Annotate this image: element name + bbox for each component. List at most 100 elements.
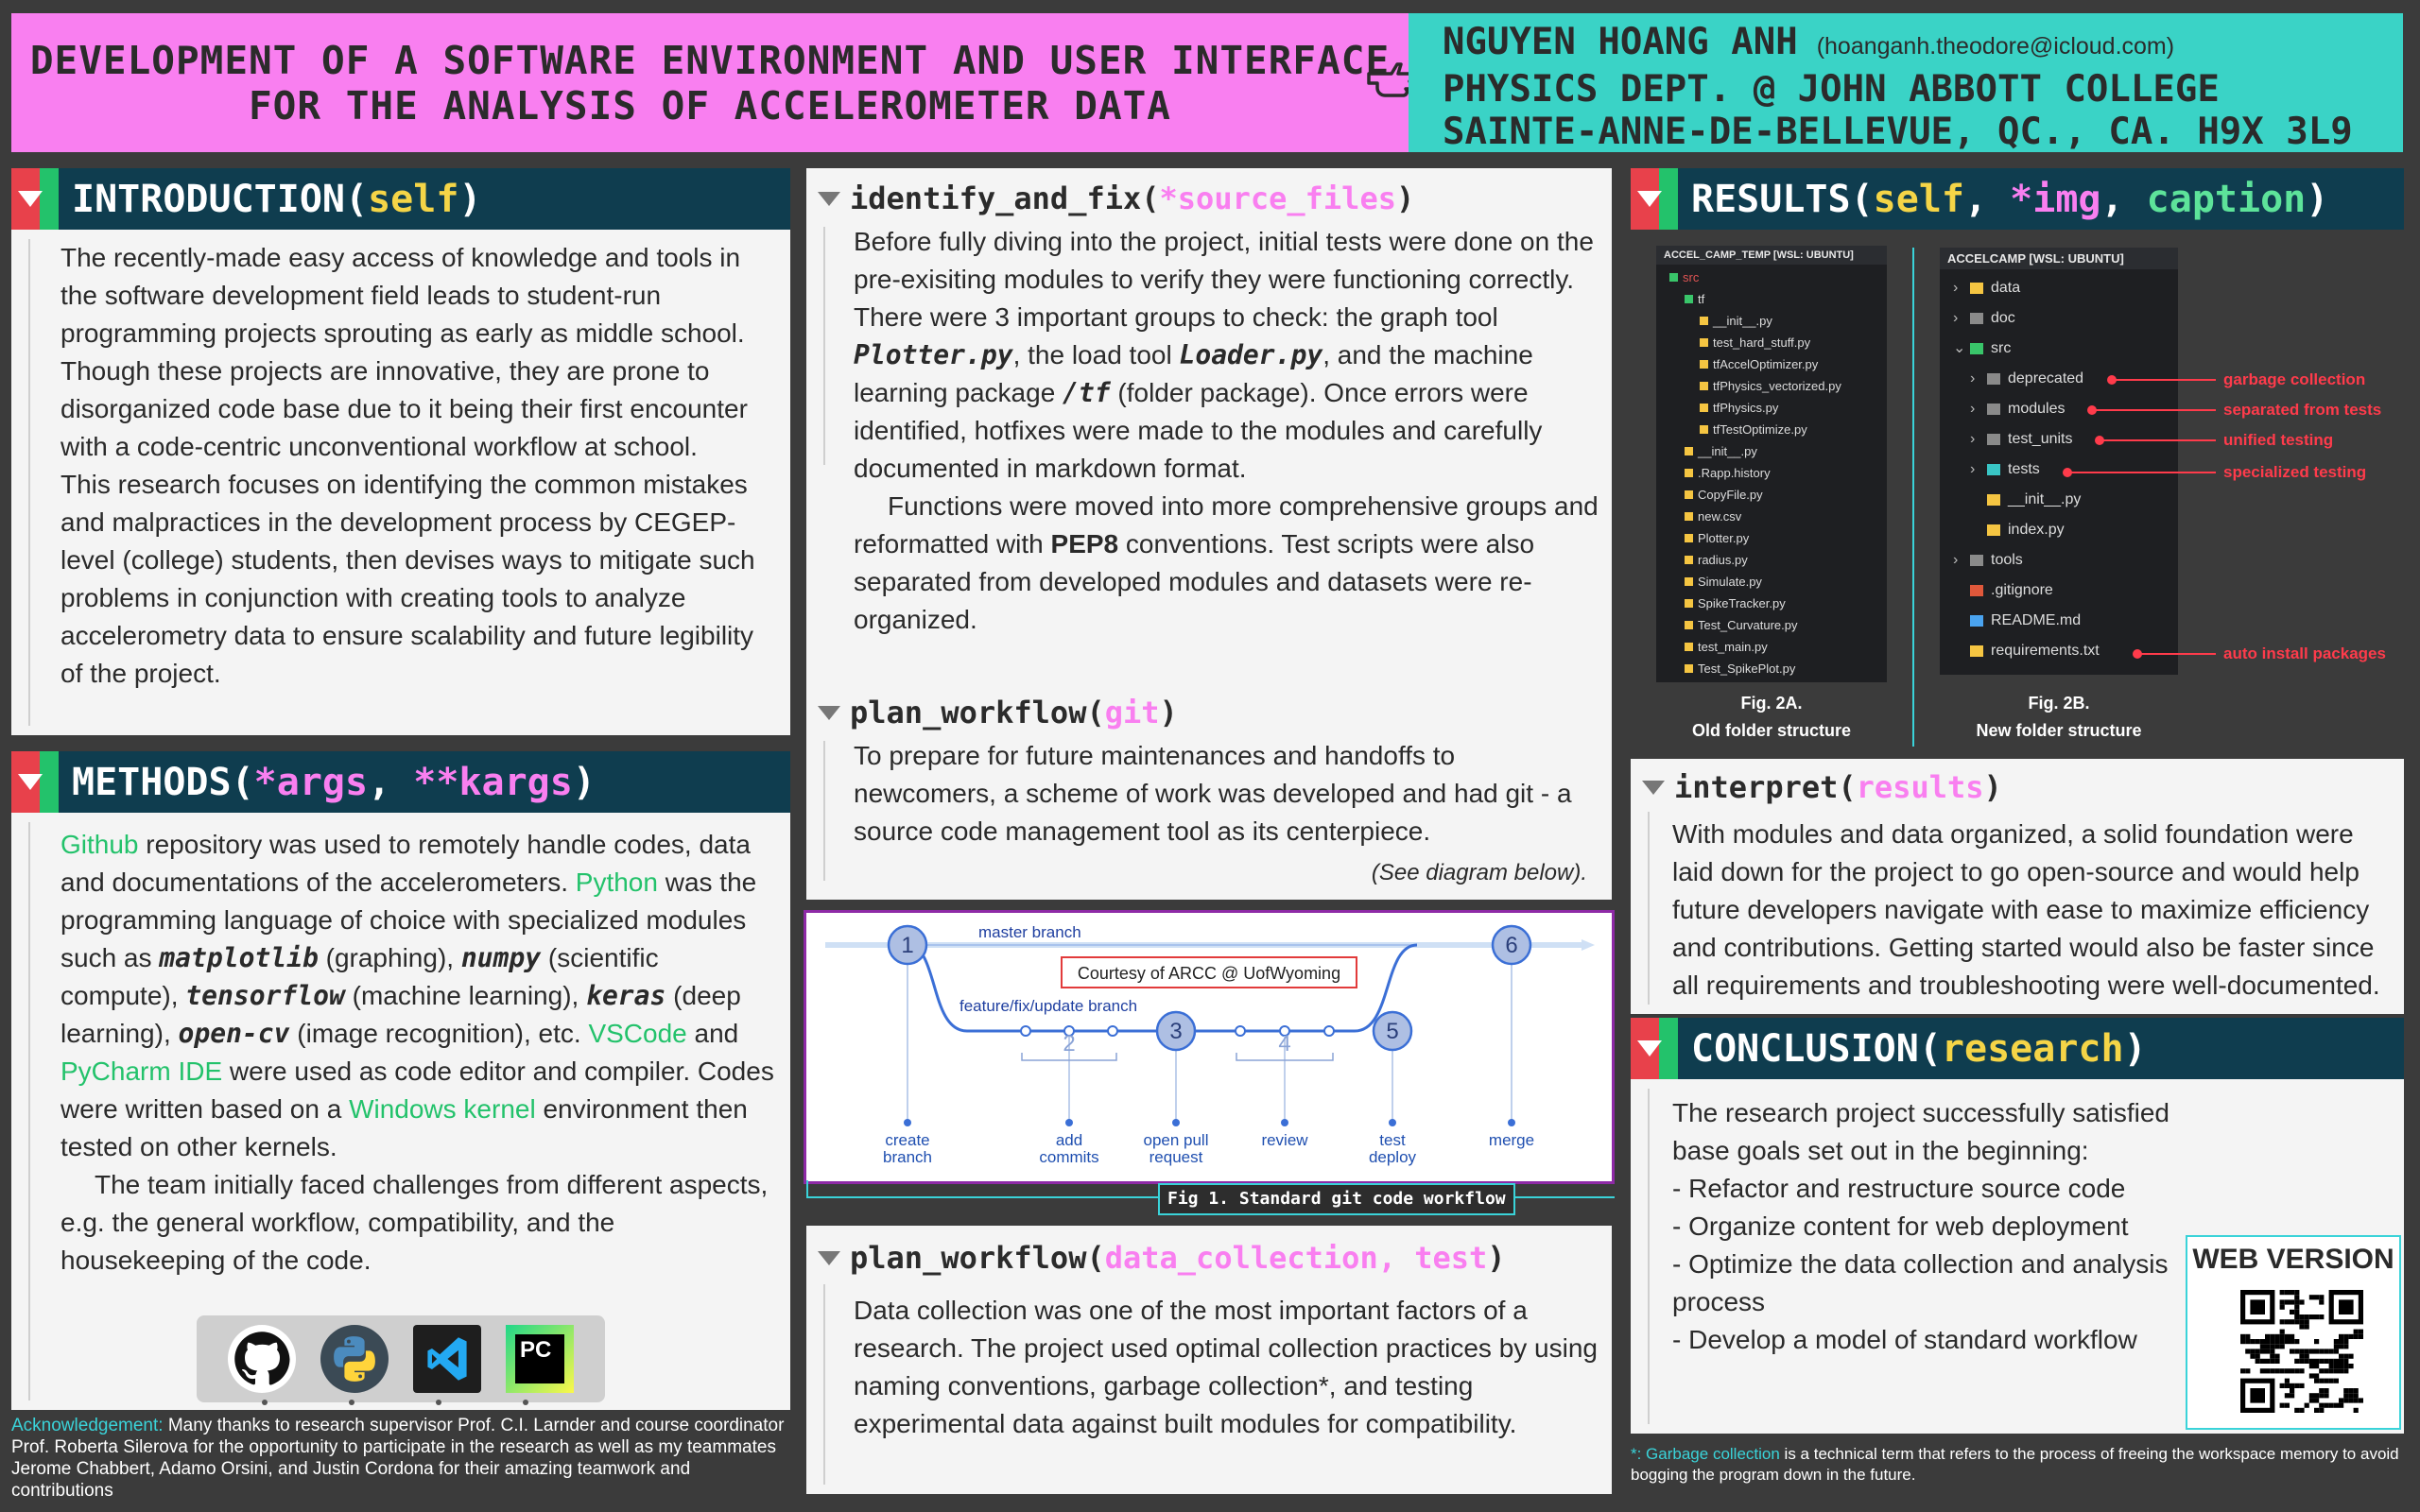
old-tree-item[interactable]: __init__.py <box>1662 310 1887 332</box>
author-email[interactable]: (hoanganh.theodore@icloud.com) <box>1816 33 2175 60</box>
web-version-box[interactable]: WEB VERSION <box>2186 1235 2401 1430</box>
identify-heading[interactable]: identify_and_fix(*source_files) <box>818 180 1414 217</box>
new-tree-item-label: README.md <box>1991 612 2082 628</box>
old-tree-item-label: Simulate.py <box>1698 575 1762 589</box>
old-tree-item[interactable]: new.csv <box>1662 506 1887 527</box>
methods-text: (machine learning), <box>344 981 587 1010</box>
old-tree-item[interactable]: tfPhysics_vectorized.py <box>1662 375 1887 397</box>
conclusion-item: - Develop a model of standard workflow <box>1672 1325 2137 1354</box>
old-tree-item-label: tf <box>1698 292 1705 306</box>
divider <box>1912 248 1914 747</box>
methods-header[interactable]: METHODS(*args, **kargs) <box>11 751 790 813</box>
author-block: NGUYEN HOANG ANH(hoanganh.theodore@iclou… <box>1409 13 2403 153</box>
poster-title: DEVELOPMENT OF A SOFTWARE ENVIRONMENT AN… <box>11 13 1409 152</box>
conclusion-header[interactable]: CONCLUSION(research) <box>1631 1018 2404 1079</box>
vscode-link[interactable]: VSCode <box>588 1019 687 1048</box>
identify-paragraph-1: Before fully diving into the project, in… <box>854 223 1600 488</box>
intro-close: ) <box>458 177 482 221</box>
qr-code-icon[interactable] <box>2240 1290 2363 1423</box>
old-tree-item[interactable]: test_hard_stuff.py <box>1662 332 1887 353</box>
new-tree-item[interactable]: ›doc <box>1945 303 2178 334</box>
folder-icon <box>1987 433 2000 445</box>
new-tree-item-label: __init__.py <box>2008 491 2082 507</box>
new-tree-item[interactable]: README.md <box>1945 606 2178 636</box>
results-arg-img: *img <box>2010 177 2101 221</box>
old-tree-item[interactable]: tfTestOptimize.py <box>1662 419 1887 440</box>
results-header[interactable]: RESULTS(self, *img, caption) <box>1631 168 2404 230</box>
old-tree-item[interactable]: Simulate.py <box>1662 571 1887 593</box>
file-icon <box>1685 643 1693 651</box>
fig2a-label: Fig. 2A. <box>1740 694 1803 713</box>
collapse-triangle-icon[interactable] <box>818 191 840 206</box>
interpret-heading[interactable]: interpret(results) <box>1642 768 2002 806</box>
windows-link[interactable]: Windows kernel <box>349 1094 536 1124</box>
methods-text: (deep learning), <box>60 981 741 1048</box>
new-tree-item[interactable]: ›modules <box>1945 394 2178 424</box>
new-tree-item[interactable]: ›test_units <box>1945 424 2178 455</box>
methods-text: (scientific compute), <box>60 943 659 1010</box>
pycharm-link[interactable]: PyCharm IDE <box>60 1057 223 1086</box>
folder-icon <box>1669 273 1678 282</box>
plan-data-arg: data_collection, test <box>1104 1240 1488 1276</box>
old-tree-item-label: Test_Curvature.py <box>1698 618 1798 632</box>
old-tree-item[interactable]: __init__.py <box>1662 440 1887 462</box>
old-tree-item[interactable]: test_main.py <box>1662 636 1887 658</box>
annotation-garbage-collection: garbage collection <box>2223 370 2366 388</box>
collapse-toggle-icon[interactable] <box>11 751 59 813</box>
old-tree-item[interactable]: radius.py <box>1662 549 1887 571</box>
old-tree-item[interactable]: SpikeTracker.py <box>1662 593 1887 614</box>
old-tree-item-label: CopyFile.py <box>1698 488 1763 502</box>
plan-data-heading[interactable]: plan_workflow(data_collection, test) <box>818 1239 1506 1277</box>
chevron-icon: › <box>1953 280 1959 296</box>
collapse-toggle-icon[interactable] <box>1631 1018 1678 1079</box>
plan-git-body: To prepare for future maintenances and h… <box>854 741 1572 846</box>
conclusion-fn: CONCLUSION( <box>1691 1026 1942 1071</box>
python-link[interactable]: Python <box>575 868 658 897</box>
module-matplotlib: matplotlib <box>159 942 319 973</box>
file-icon <box>1987 493 2000 506</box>
old-tree-item[interactable]: src <box>1662 266 1887 288</box>
label-open-pull: open pull <box>1143 1131 1208 1149</box>
label-request: request <box>1150 1148 1203 1166</box>
folder-icon <box>1970 554 1983 566</box>
old-tree-item[interactable]: tfAccelOptimizer.py <box>1662 353 1887 375</box>
new-tree-item-label: modules <box>2008 401 2066 417</box>
divider <box>28 822 30 1400</box>
new-tree-item[interactable]: ⌄src <box>1945 334 2178 364</box>
step-number-3: 3 <box>1169 1019 1182 1044</box>
github-link[interactable]: Github <box>60 830 139 859</box>
courtesy-box <box>1061 956 1357 988</box>
collapse-toggle-icon[interactable] <box>11 168 59 230</box>
collapse-toggle-icon[interactable] <box>1631 168 1678 230</box>
identify-text: Before fully diving into the project, in… <box>854 227 1594 332</box>
old-tree-item[interactable]: Test_SpikePlot.py <box>1662 658 1887 679</box>
label-create: create <box>885 1131 929 1149</box>
old-tree-item[interactable]: CopyFile.py <box>1662 484 1887 506</box>
intro-header[interactable]: INTRODUCTION(self) <box>11 168 790 230</box>
new-tree-item[interactable]: requirements.txt <box>1945 636 2178 666</box>
old-tree-item[interactable]: tf <box>1662 288 1887 310</box>
methods-text: repository was used to remotely handle c… <box>60 830 751 897</box>
annotation-dot <box>2063 468 2072 477</box>
old-tree-item[interactable]: Plotter.py <box>1662 527 1887 549</box>
old-tree-item[interactable]: Test_Curvature.py <box>1662 614 1887 636</box>
new-tree-item[interactable]: ›data <box>1945 273 2178 303</box>
old-tree-item[interactable]: tfPhysics.py <box>1662 397 1887 419</box>
commit-dot <box>1020 1025 1031 1037</box>
new-tree-item[interactable]: ›tools <box>1945 545 2178 576</box>
plan-git-heading[interactable]: plan_workflow(git) <box>818 694 1178 731</box>
new-tree-item[interactable]: __init__.py <box>1945 485 2178 515</box>
new-tree-item[interactable]: .gitignore <box>1945 576 2178 606</box>
old-tree-item[interactable]: .Rapp.history <box>1662 462 1887 484</box>
new-tree-item[interactable]: ›tests <box>1945 455 2178 485</box>
collapse-triangle-icon[interactable] <box>818 1250 840 1265</box>
collapse-triangle-icon[interactable] <box>1642 780 1665 795</box>
collapse-triangle-icon[interactable] <box>818 705 840 720</box>
file-icon <box>1685 490 1693 499</box>
step-number-6: 6 <box>1505 933 1517 958</box>
new-tree-item[interactable]: ›deprecated <box>1945 364 2178 394</box>
label-commits: commits <box>1039 1148 1098 1166</box>
new-tree-item[interactable]: index.py <box>1945 515 2178 545</box>
new-tree-item-label: doc <box>1991 310 2015 326</box>
folder-icon <box>1970 282 1983 294</box>
